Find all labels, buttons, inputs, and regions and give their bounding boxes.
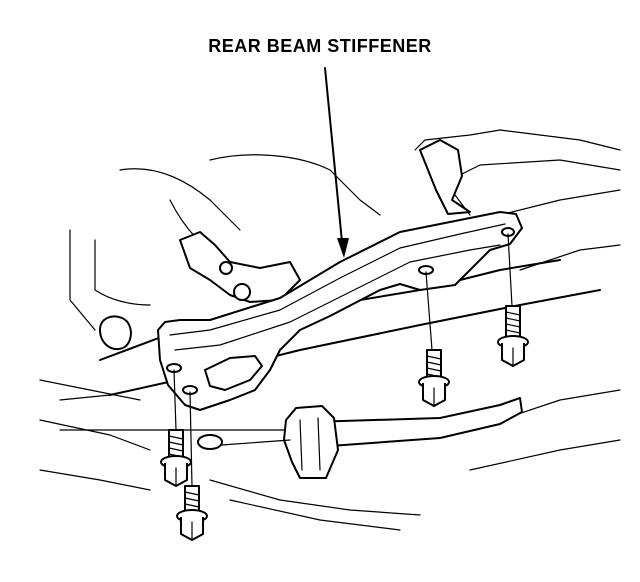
bolt-leaders xyxy=(173,233,513,487)
flange-bolt xyxy=(176,485,208,541)
body-outline xyxy=(39,129,621,531)
leader-arrow xyxy=(324,67,349,258)
callout-label: REAR BEAM STIFFENER xyxy=(208,36,432,56)
rear-beam-stiffener xyxy=(157,211,523,411)
flange-bolt xyxy=(160,429,192,487)
stabilizer-bar xyxy=(197,397,523,479)
flange-bolt xyxy=(418,349,450,407)
flange-bolt xyxy=(497,305,529,367)
mount-bracket xyxy=(99,139,471,351)
